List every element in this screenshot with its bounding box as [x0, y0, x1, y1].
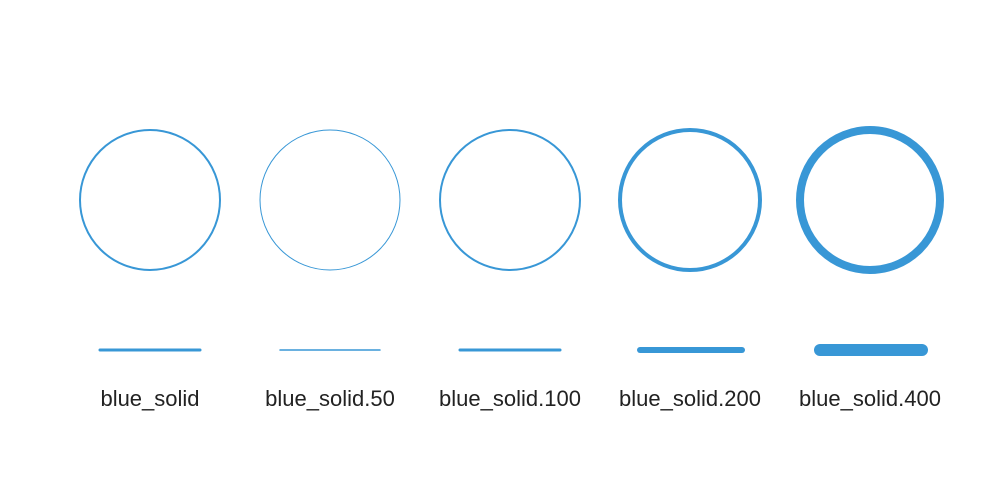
circle-sample: [439, 129, 581, 271]
circle-sample: [618, 128, 762, 272]
swatch-1: blue_solid.50: [259, 129, 401, 411]
circle-sample: [259, 129, 401, 271]
swatch-label: blue_solid.400: [799, 386, 941, 411]
circle-sample: [796, 126, 944, 274]
swatch-4: blue_solid.400: [796, 126, 944, 411]
swatch-2: blue_solid.100: [439, 129, 581, 411]
swatch-label: blue_solid: [100, 386, 199, 411]
swatch-0: blue_solid: [79, 129, 221, 411]
swatch-label: blue_solid.50: [265, 386, 395, 411]
circle-sample: [79, 129, 221, 271]
swatch-label: blue_solid.200: [619, 386, 761, 411]
swatch-label: blue_solid.100: [439, 386, 581, 411]
swatch-3: blue_solid.200: [618, 128, 762, 411]
